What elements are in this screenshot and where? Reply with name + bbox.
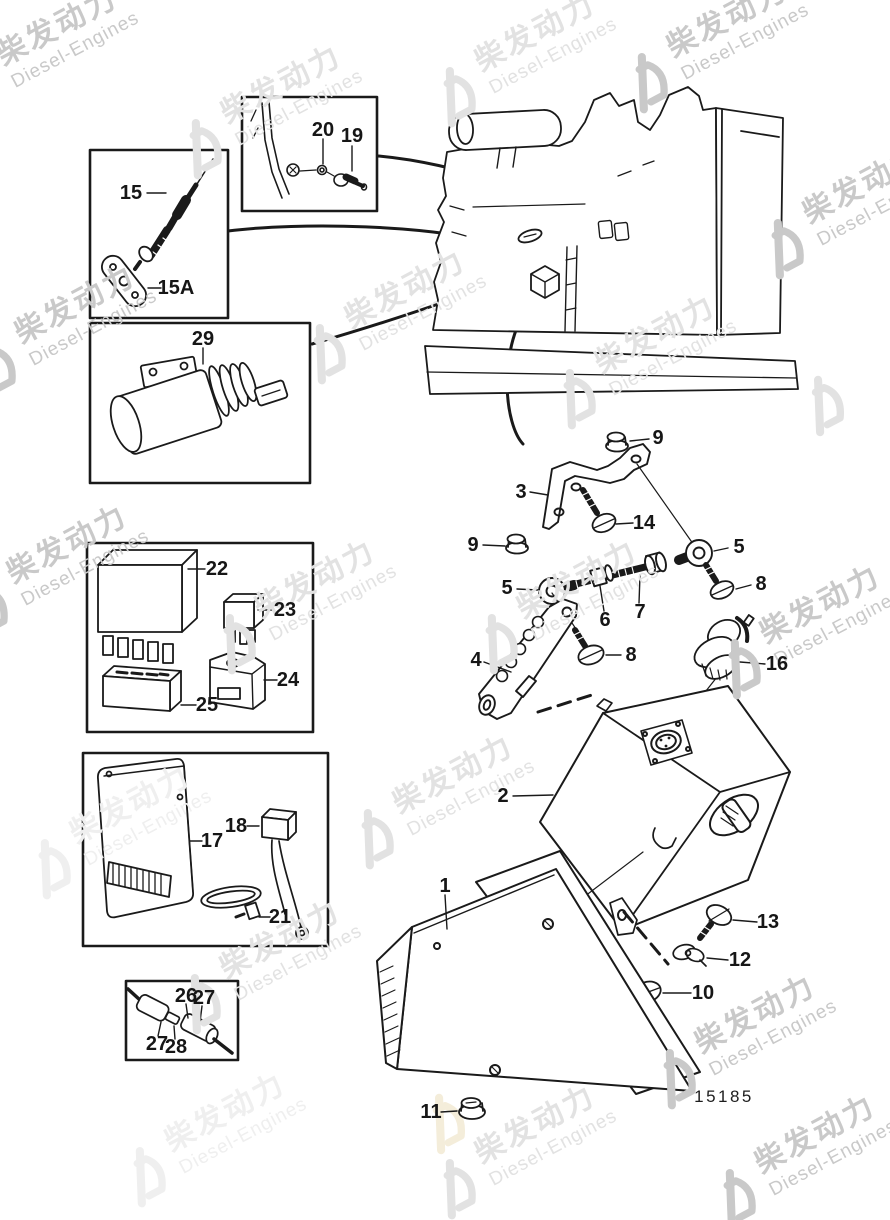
adjustment-arm-4 (478, 592, 591, 720)
housing-2 (539, 685, 791, 936)
inset-box-connectors (124, 979, 240, 1062)
clip-12 (672, 943, 707, 967)
bolt-8-right (702, 562, 735, 600)
bolt-13 (697, 904, 733, 941)
bolt-8-middle (571, 627, 605, 666)
inset-box-relays (85, 541, 315, 734)
bracket-3 (542, 443, 651, 530)
inset-box-sensor-15 (88, 148, 230, 320)
bolt-14 (580, 487, 617, 534)
assembly-drawing (376, 431, 791, 1120)
inset-box-control-unit (81, 751, 330, 948)
dashed-alignment-lines (536, 691, 670, 966)
nut-9-top (605, 431, 629, 453)
nut-11 (458, 1097, 486, 1120)
nut-9-left (505, 533, 529, 555)
inset-box-sensor-19 (240, 95, 379, 213)
engine-drawing (424, 86, 799, 395)
inset-box-solenoid-29 (88, 321, 312, 485)
link-rod-assembly (538, 539, 713, 605)
bracket-1 (376, 850, 701, 1095)
